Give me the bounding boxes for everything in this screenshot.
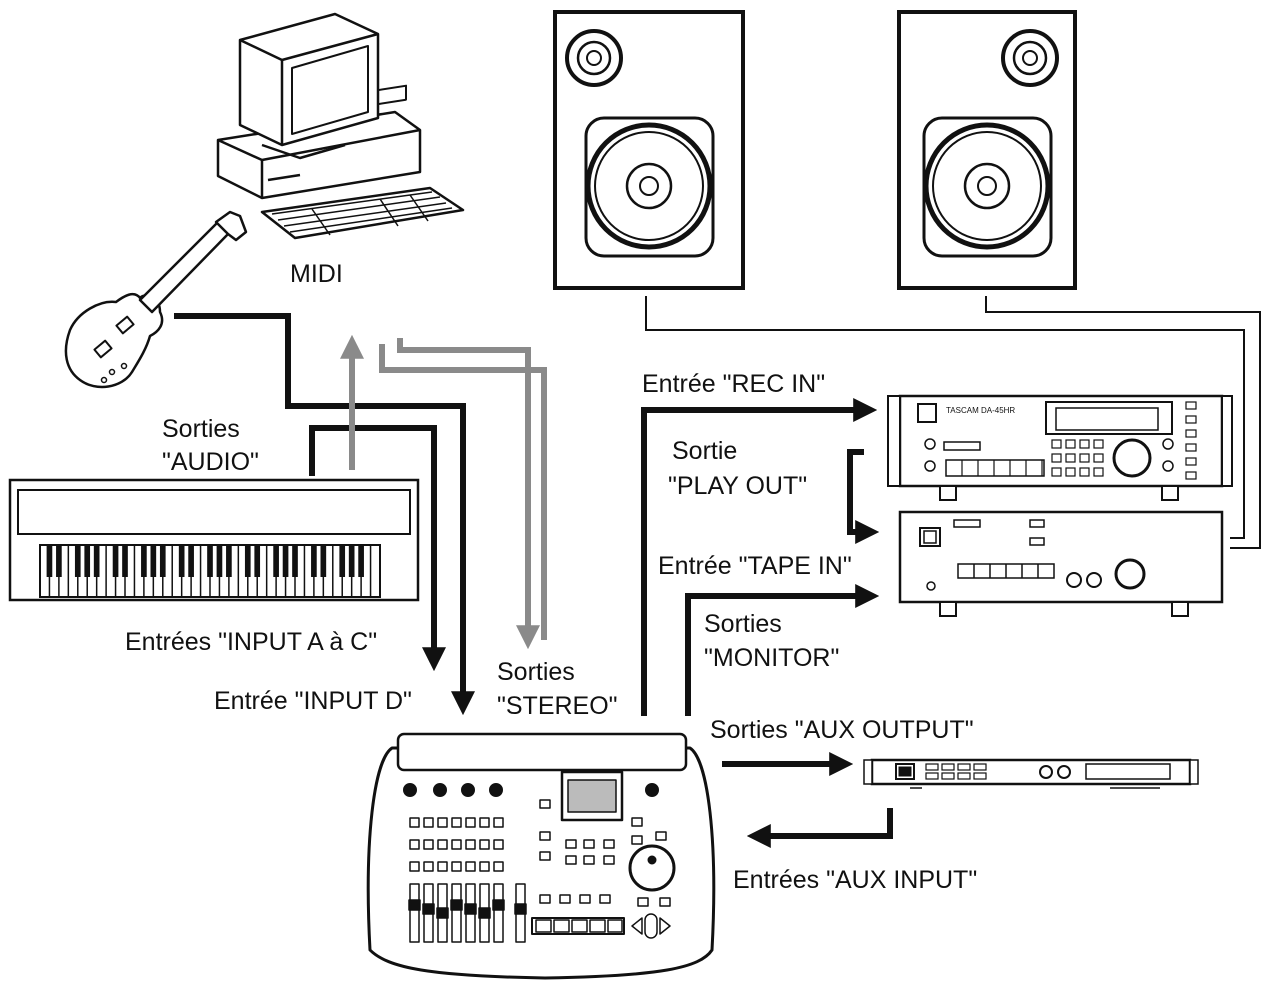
- speaker-right-icon: [897, 10, 1077, 290]
- cable-midi-recorder-2: [379, 344, 547, 640]
- dat-recorder-icon: TASCAM DA-45HR: [887, 394, 1233, 501]
- multitrack-recorder-icon: [366, 732, 716, 980]
- stereo-label-2: "STEREO": [497, 692, 618, 720]
- cable-monitor-amp: [685, 584, 880, 716]
- play-out-label-2: "PLAY OUT": [668, 472, 807, 500]
- play-out-label-1: Sortie: [672, 437, 737, 465]
- midi-label: MIDI: [290, 260, 343, 288]
- recorder-brand-label: TASCAM DA-45HR: [946, 406, 1015, 415]
- stereo-label-1: Sorties: [497, 658, 575, 686]
- cable-speaker-left: [645, 296, 1245, 539]
- audio-out-label-1: Sorties: [162, 415, 240, 443]
- speaker-left-icon: [553, 10, 745, 290]
- computer-icon: [216, 12, 465, 240]
- cable-midi-recorder: [397, 338, 540, 650]
- tape-in-label: Entrée "TAPE IN": [658, 552, 852, 580]
- cable-audio-input-ac: [309, 425, 446, 672]
- cable-speaker-right: [985, 296, 1261, 549]
- cable-guitar-input-d: [174, 313, 475, 716]
- input-ac-label: Entrées "INPUT A à C": [125, 628, 377, 656]
- effects-processor-icon: [863, 758, 1199, 789]
- cable-stereo-rec-in: [641, 398, 878, 716]
- aux-input-label: Entrées "AUX INPUT": [733, 866, 977, 894]
- guitar-icon: [64, 210, 248, 389]
- input-d-label: Entrée "INPUT D": [214, 687, 412, 715]
- synthesizer-keyboard-icon: [8, 478, 420, 602]
- aux-output-label: Sorties "AUX OUTPUT": [710, 716, 974, 744]
- cable-aux-input: [746, 808, 893, 848]
- amplifier-icon: [898, 510, 1224, 617]
- monitor-label-2: "MONITOR": [704, 644, 839, 672]
- audio-out-label-2: "AUDIO": [162, 448, 259, 476]
- monitor-label-1: Sorties: [704, 610, 782, 638]
- rec-in-label: Entrée "REC IN": [642, 370, 825, 398]
- cable-play-out-tape-in: [847, 449, 880, 544]
